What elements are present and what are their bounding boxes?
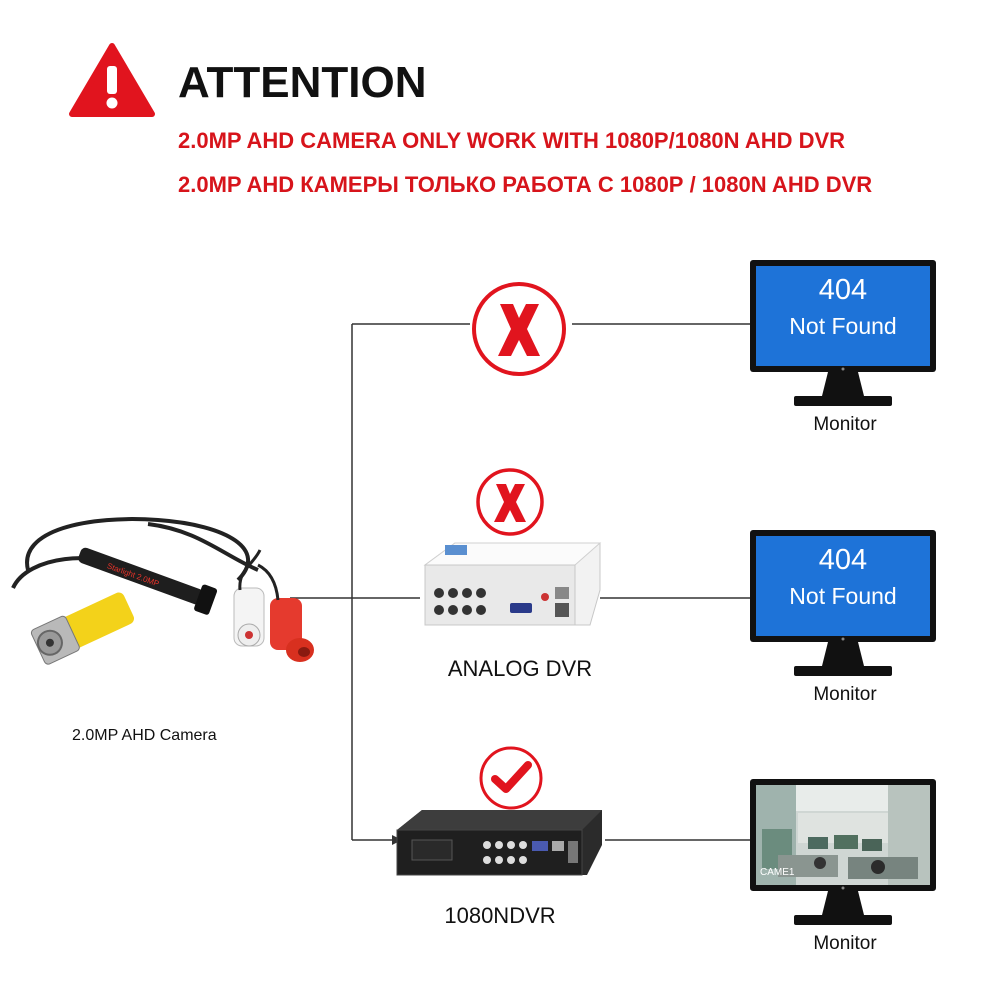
ndvr-label: 1080NDVR: [444, 903, 556, 928]
monitor-icon: [750, 260, 936, 406]
monitor-label: Monitor: [813, 933, 877, 954]
warning-text-ru: 2.0MP AHD КАМЕРЫ ТОЛЬКО РАБОТА С 1080Р /…: [178, 172, 873, 197]
monitor-label: Monitor: [813, 414, 877, 435]
monitor-2: 404 Not Found: [748, 528, 938, 680]
monitor-icon: [750, 530, 936, 676]
ahd-camera-image: Starlight 2.0MP: [11, 517, 314, 665]
monitor-3: CAME1: [748, 777, 938, 929]
screen-text-message: Not Found: [789, 313, 897, 339]
screen-text-code: 404: [818, 544, 868, 576]
incompatible-x-icon: [476, 468, 544, 536]
analog-dvr-image: [423, 542, 602, 626]
camera-label: 2.0MP AHD Camera: [72, 727, 217, 744]
office-camera-feed-image: [756, 785, 930, 885]
monitor-label: Monitor: [813, 684, 877, 705]
monitor-1: 404 Not Found: [748, 258, 938, 410]
compatible-check-icon: [479, 746, 543, 810]
camera-feed-caption: CAME1: [760, 867, 795, 878]
screen-text-message: Not Found: [789, 583, 897, 609]
monitor-icon: [750, 779, 936, 925]
analog-dvr-label: ANALOG DVR: [447, 656, 593, 681]
incompatible-x-icon: [472, 282, 566, 376]
warning-text-en: 2.0MP AHD CAMERA ONLY WORK WITH 1080P/10…: [178, 128, 846, 153]
ndvr-image: [396, 810, 602, 876]
attention-title: ATTENTION: [178, 58, 427, 107]
screen-text-code: 404: [818, 274, 868, 306]
warning-triangle-icon: [69, 43, 155, 117]
